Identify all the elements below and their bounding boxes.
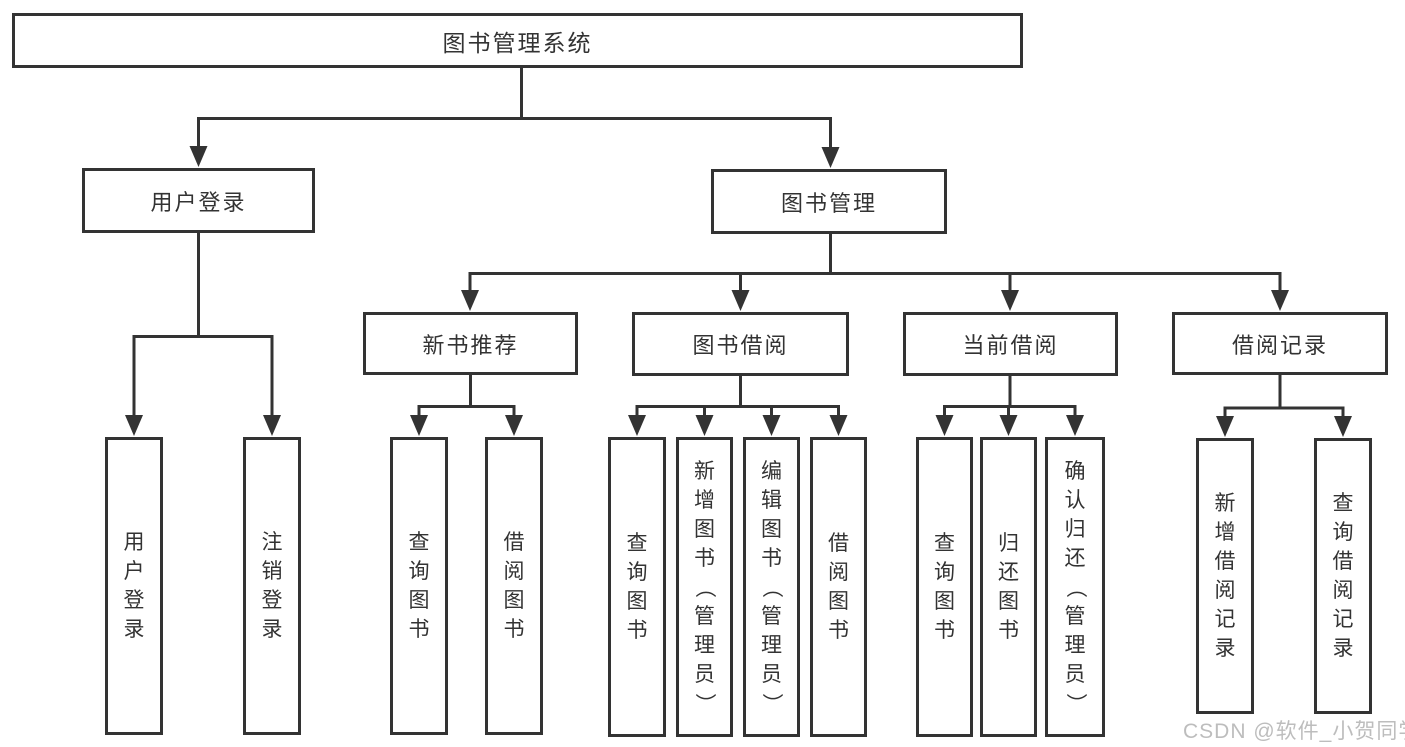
- leaf-query-borrow-record-label: 查询借阅记录: [1332, 492, 1354, 660]
- arrowhead: [999, 415, 1018, 436]
- node-new-book-recommendation-label: 新书推荐: [422, 332, 519, 358]
- leaf-add-books-admin-label: 新增图书（管理员）: [693, 459, 716, 714]
- node-current-borrowing-label: 当前借阅: [962, 333, 1059, 358]
- arrowhead: [731, 290, 750, 311]
- arrowhead: [1066, 415, 1084, 436]
- arrowhead: [410, 415, 428, 436]
- node-borrowing-records: 借阅记录: [1172, 312, 1388, 375]
- arrowhead: [821, 147, 840, 168]
- node-book-management: 图书管理: [711, 169, 947, 234]
- leaf-query-books-2-label: 查询图书: [626, 532, 648, 642]
- arrowhead: [189, 146, 208, 167]
- leaf-user-login: 用户登录: [105, 437, 163, 735]
- connector-userlogin-to-children: [132, 233, 274, 420]
- arrowhead: [1334, 416, 1352, 437]
- leaf-query-books-1: 查询图书: [390, 437, 448, 735]
- leaf-query-books-3-label: 查询图书: [934, 532, 955, 642]
- arrowhead: [829, 415, 848, 436]
- connector-current-to-children: [943, 376, 1077, 420]
- arrowhead: [1216, 416, 1234, 437]
- leaf-add-borrow-record: 新增借阅记录: [1196, 438, 1254, 714]
- leaf-query-borrow-record: 查询借阅记录: [1314, 438, 1372, 714]
- arrowhead: [628, 415, 646, 436]
- arrowhead: [461, 290, 479, 311]
- arrowhead: [935, 415, 954, 436]
- leaf-query-books-1-label: 查询图书: [408, 531, 430, 641]
- arrowhead: [1271, 290, 1289, 311]
- leaf-logout: 注销登录: [243, 437, 301, 735]
- leaf-logout-label: 注销登录: [261, 531, 283, 641]
- leaf-borrow-books-2: 借阅图书: [810, 437, 867, 737]
- leaf-add-books-admin: 新增图书（管理员）: [676, 437, 733, 737]
- connector-borrow-to-children: [635, 376, 840, 420]
- arrowhead: [505, 415, 523, 436]
- node-user-login-label: 用户登录: [150, 189, 247, 215]
- connector-records-to-children: [1223, 375, 1345, 421]
- node-user-login: 用户登录: [82, 168, 315, 233]
- connector-newbooks-to-children: [417, 375, 516, 420]
- leaf-add-borrow-record-label: 新增借阅记录: [1214, 492, 1236, 660]
- leaf-query-books-2: 查询图书: [608, 437, 666, 737]
- node-book-borrowing: 图书借阅: [632, 312, 849, 376]
- node-library-management-system: 图书管理系统: [12, 13, 1023, 68]
- connector-bookmgmt-to-level3: [468, 234, 1282, 294]
- node-borrowing-records-label: 借阅记录: [1231, 332, 1328, 358]
- leaf-edit-books-admin: 编辑图书（管理员）: [743, 437, 800, 737]
- connector-root-to-level2: [197, 68, 832, 150]
- arrowhead: [263, 415, 281, 436]
- node-book-borrowing-label: 图书借阅: [692, 333, 789, 358]
- leaf-edit-books-admin-label: 编辑图书（管理员）: [760, 459, 783, 714]
- leaf-confirm-return-admin-label: 确认归还（管理员）: [1063, 459, 1087, 714]
- leaf-return-books: 归还图书: [980, 437, 1037, 737]
- node-book-management-label: 图书管理: [780, 190, 877, 216]
- arrowhead: [762, 415, 781, 436]
- arrowhead: [695, 415, 714, 436]
- csdn-watermark: CSDN @软件_小贺同学: [1183, 720, 1405, 743]
- leaf-borrow-books-1: 借阅图书: [485, 437, 543, 735]
- node-new-book-recommendation: 新书推荐: [363, 312, 578, 375]
- leaf-confirm-return-admin: 确认归还（管理员）: [1045, 437, 1105, 737]
- node-library-management-system-label: 图书管理系统: [442, 29, 593, 56]
- leaf-user-login-label: 用户登录: [123, 531, 145, 641]
- arrowhead: [1001, 290, 1019, 311]
- arrowhead: [125, 415, 143, 436]
- leaf-borrow-books-1-label: 借阅图书: [503, 531, 525, 641]
- leaf-return-books-label: 归还图书: [998, 532, 1019, 642]
- node-current-borrowing: 当前借阅: [903, 312, 1118, 376]
- leaf-query-books-3: 查询图书: [916, 437, 973, 737]
- leaf-borrow-books-2-label: 借阅图书: [828, 532, 849, 642]
